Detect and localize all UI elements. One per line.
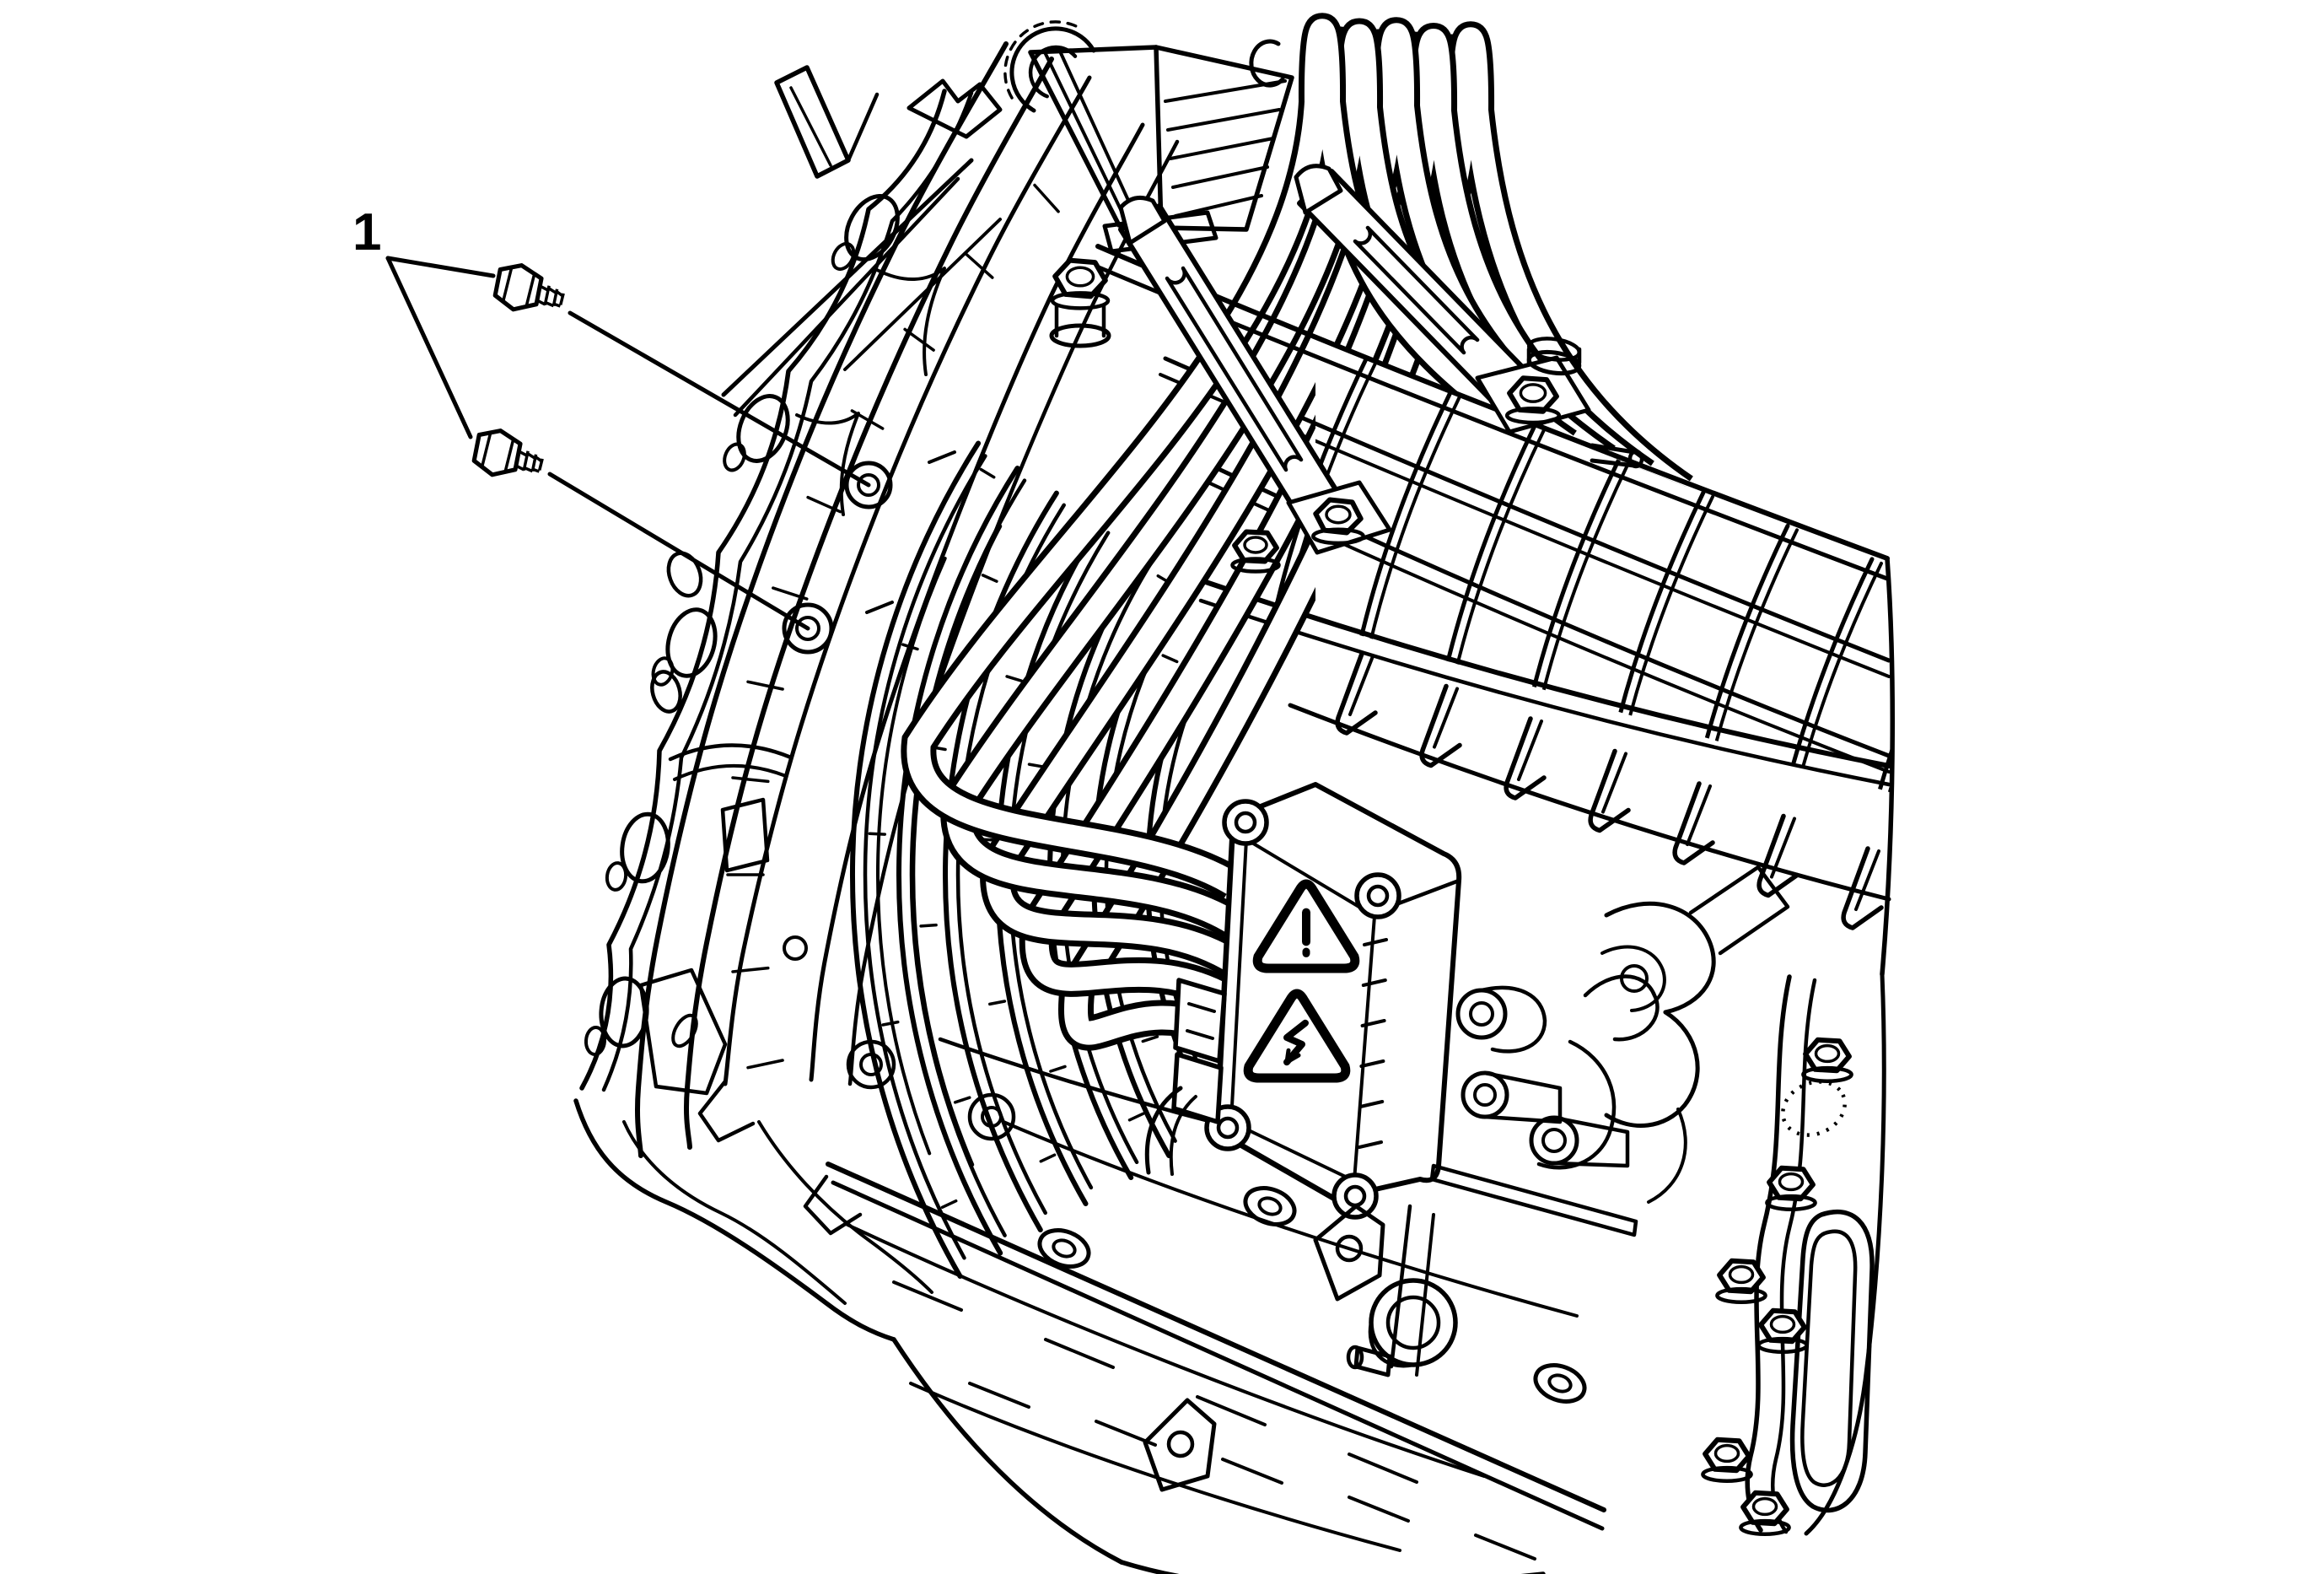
svg-text:1: 1: [352, 203, 381, 261]
